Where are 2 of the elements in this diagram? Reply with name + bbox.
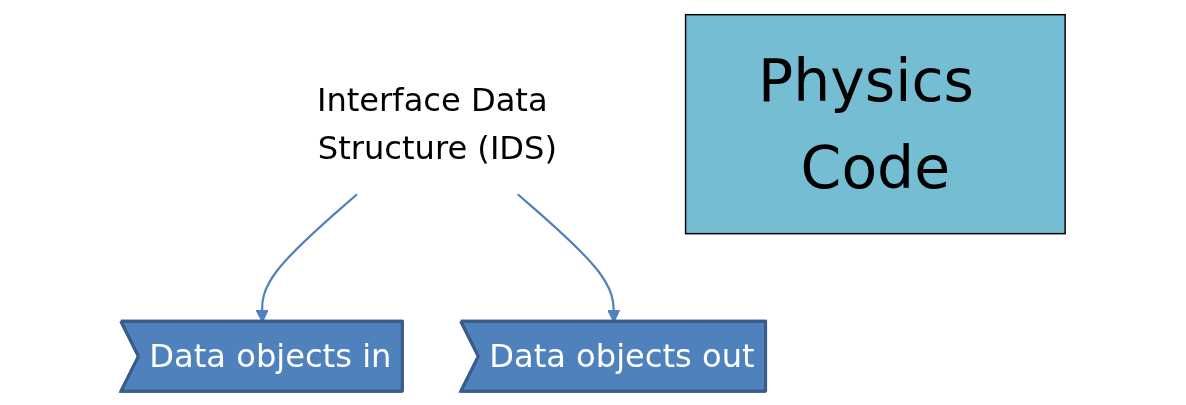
node-box: Physics Code <box>684 13 1066 234</box>
node-text: Interface Data Structure (IDS) <box>316 81 558 166</box>
